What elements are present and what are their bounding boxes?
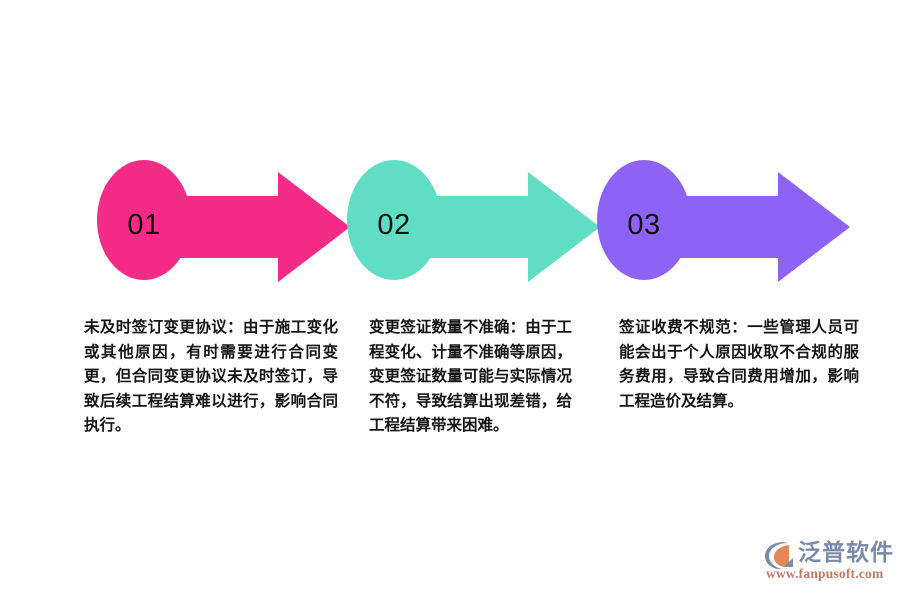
logo-accent-blade: [774, 545, 789, 567]
arrow-body-02: [378, 172, 600, 282]
logo-swoosh-outer: [765, 542, 788, 570]
step-number-01: 01: [127, 209, 161, 241]
logo-tail: [784, 558, 793, 567]
arrow-step-02: 02: [338, 152, 606, 302]
step-description-03: 签证收费不规范：一些管理人员可能会出于个人原因收取不合规的服务费用，导致合同费用…: [619, 319, 859, 410]
arrow-shape-02: [347, 160, 600, 282]
fanpu-logo-icon: [765, 542, 793, 570]
arrow-steps-row: 01 02 03: [0, 152, 900, 302]
arrow-glyph: [597, 160, 850, 282]
arrow-shape-03: [597, 160, 850, 282]
watermark-url-text: www.fanpusoft.com: [766, 566, 884, 581]
arrow-body-03: [628, 172, 850, 282]
arrow-body-01: [128, 172, 350, 282]
step-description-01: 未及时签订变更协议：由于施工变化或其他原因，有时需要进行合同变更，但合同变更协议…: [84, 319, 338, 434]
arrow-glyph: [97, 160, 350, 282]
step-description-02: 变更签证数量不准确：由于工程变化、计量不准确等原因，变更签证数量可能与实际情况不…: [369, 319, 572, 434]
step-descriptions-row: 未及时签订变更协议：由于施工变化或其他原因，有时需要进行合同变更，但合同变更协议…: [0, 316, 900, 496]
arrow-glyph: [347, 160, 600, 282]
arrow-step-01: 01: [88, 152, 356, 302]
watermark-brand-text: 泛普软件: [798, 539, 894, 565]
arrow-step-03: 03: [588, 152, 856, 302]
watermark-logo: 泛普软件 www.fanpusoft.com: [762, 538, 894, 586]
step-number-03: 03: [627, 209, 661, 241]
arrow-shape-01: [97, 160, 350, 282]
step-number-02: 02: [377, 209, 411, 241]
